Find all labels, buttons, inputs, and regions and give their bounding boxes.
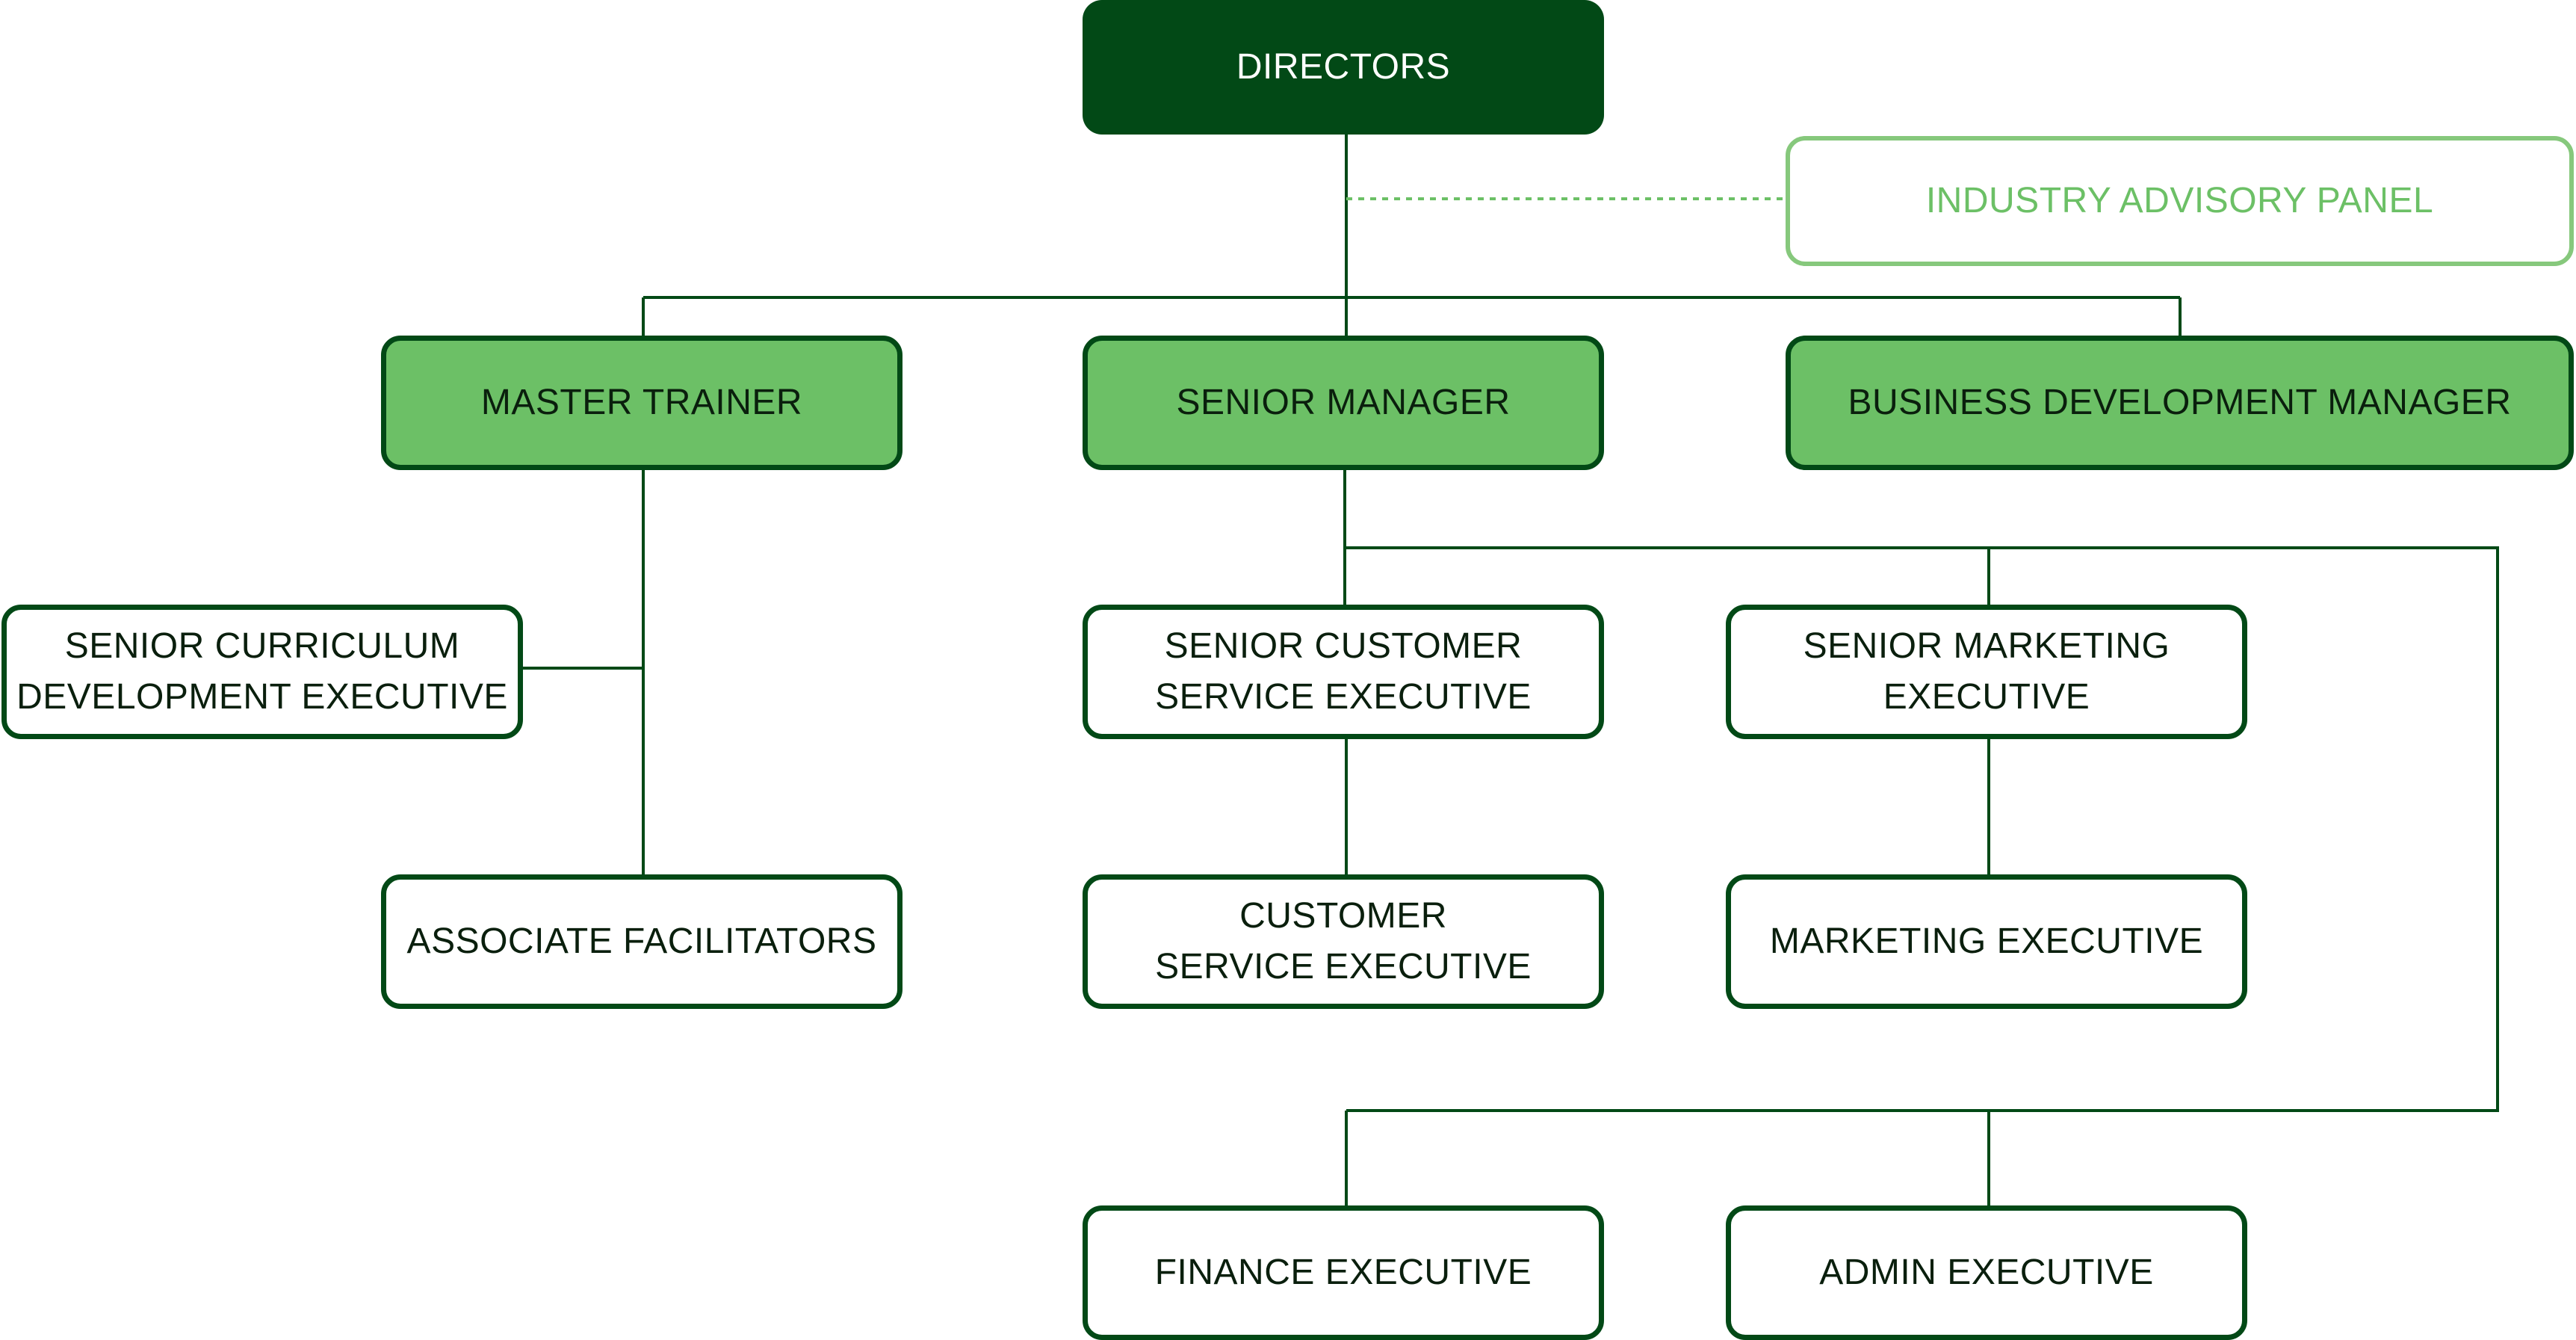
node-senior-customer-service-executive: SENIOR CUSTOMER SERVICE EXECUTIVE [1083,605,1604,739]
node-senior-marketing-executive: SENIOR MARKETING EXECUTIVE [1726,605,2247,739]
node-senior-curriculum-development-executive: SENIOR CURRICULUM DEVELOPMENT EXECUTIVE [1,605,523,739]
connector-senior-manager-branch [1345,546,2499,1112]
node-finance-executive: FINANCE EXECUTIVE [1083,1205,1604,1340]
node-senior-manager: SENIOR MANAGER [1083,336,1604,470]
node-associate-facilitators: ASSOCIATE FACILITATORS [381,874,902,1009]
node-directors: DIRECTORS [1083,0,1604,135]
node-admin-executive: ADMIN EXECUTIVE [1726,1205,2247,1340]
node-customer-service-executive: CUSTOMER SERVICE EXECUTIVE [1083,874,1604,1009]
node-business-development-manager: BUSINESS DEVELOPMENT MANAGER [1786,336,2574,470]
node-master-trainer: MASTER TRAINER [381,336,902,470]
node-industry-advisory-panel: INDUSTRY ADVISORY PANEL [1786,136,2574,266]
node-marketing-executive: MARKETING EXECUTIVE [1726,874,2247,1009]
